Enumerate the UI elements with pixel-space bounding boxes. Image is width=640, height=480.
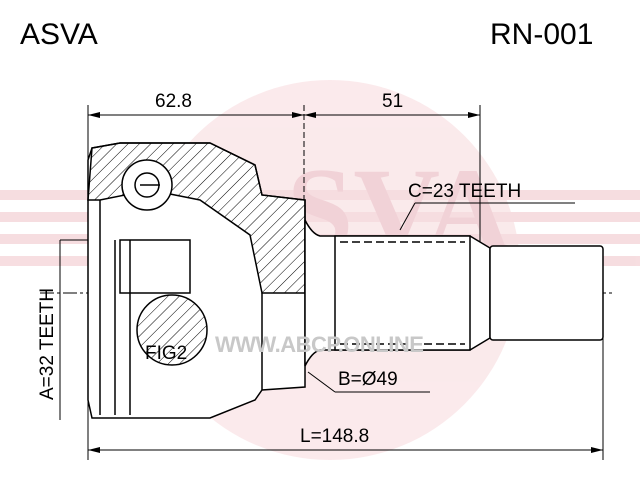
shaft xyxy=(304,219,604,367)
brand-label: ASVA xyxy=(20,18,98,51)
dim-abs-diameter: B=Ø49 xyxy=(338,369,398,390)
watermark-url: WWW.ABCP.ONLINE xyxy=(215,332,424,357)
dim-outer-length: 62.8 xyxy=(155,91,192,112)
spline-section xyxy=(334,235,471,351)
dim-total-length: L=148.8 xyxy=(300,426,370,447)
dim-spline-outer: C=23 TEETH xyxy=(408,181,522,202)
threaded-stub xyxy=(489,245,604,341)
dim-shaft-length: 51 xyxy=(382,91,404,112)
figure-label: FIG2 xyxy=(145,343,188,364)
outer-race-housing xyxy=(87,142,306,419)
part-number: RN-001 xyxy=(490,18,594,51)
dim-spline-inner: A=32 TEETH xyxy=(37,287,58,400)
dimension-arrows xyxy=(88,112,603,453)
